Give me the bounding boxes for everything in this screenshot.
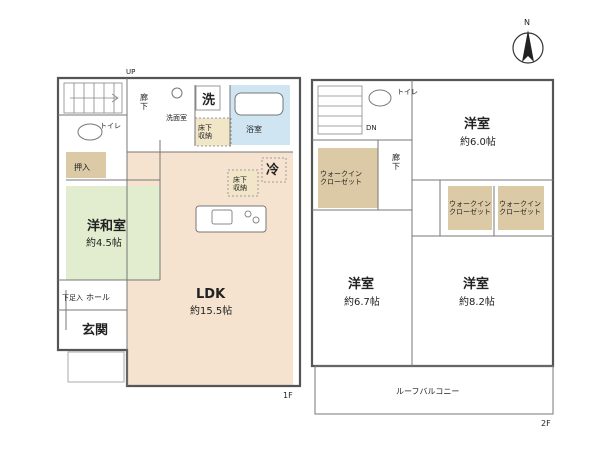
toilet-2f-icon xyxy=(368,89,392,107)
floor-2-label: 2F xyxy=(541,419,551,428)
walkin-1-floor xyxy=(318,148,378,208)
entrance-step xyxy=(67,351,125,383)
toilet-2f-label: トイレ xyxy=(397,88,418,96)
room-sw-name: 洋室 xyxy=(348,276,374,292)
ldk-name: LDK xyxy=(196,287,226,302)
youwashitsu-area: 約4.5帖 xyxy=(86,236,122,249)
floor-2-stairs xyxy=(317,85,363,135)
corridor-1f-label: 廊下 xyxy=(140,92,148,111)
walkin-3-floor xyxy=(498,186,544,230)
stairs-2f-outline xyxy=(317,85,363,135)
underfloor-storage-2 xyxy=(227,169,259,197)
walkin-3-label: ウォークインクローゼット xyxy=(499,200,541,216)
underfloor-storage-2-label: 床下収納 xyxy=(233,175,247,192)
compass: N xyxy=(512,18,544,64)
floor-2-interior-walls xyxy=(312,80,553,366)
roof-balcony-label: ルーフバルコニー xyxy=(396,387,459,396)
room-ne-name: 洋室 xyxy=(464,116,490,132)
fridge-label: 冷 xyxy=(266,162,279,178)
washing-machine-space xyxy=(195,85,221,111)
floor-1: UP 廊下 洗 洗面室 床下収納 浴室 トイレ 押入 冷 床下収納 洋和室 約4… xyxy=(56,68,302,400)
ldk-area: 約15.5帖 xyxy=(190,304,232,317)
underfloor-storage-1-label: 床下収納 xyxy=(198,123,212,140)
sink-icon xyxy=(211,209,233,225)
up-label: UP xyxy=(126,68,135,76)
stairs-outline xyxy=(63,82,123,114)
washbasin-icon xyxy=(171,87,183,99)
kitchen-counter xyxy=(195,205,267,233)
roof-balcony-outline xyxy=(314,365,554,415)
walkin-2-floor xyxy=(448,186,492,230)
bathtub-icon xyxy=(234,92,284,116)
hall-label: ホール xyxy=(86,293,110,302)
genkan-label: 玄関 xyxy=(82,322,108,338)
washroom-label: 洗面室 xyxy=(166,113,187,122)
floor-2: DN トイレ 廊下 ウォークインクローゼット ウォークインクローゼット ウォーク… xyxy=(310,78,555,428)
floor-1-interior-walls xyxy=(58,78,293,386)
floor-1-label: 1F xyxy=(283,391,293,400)
dn-label: DN xyxy=(366,124,377,132)
stairs-2f-steps xyxy=(318,95,362,127)
room-ne-area: 約6.0帖 xyxy=(460,135,496,148)
room-sw-area: 約6.7帖 xyxy=(344,295,380,308)
oshiire-floor xyxy=(66,152,106,178)
walkin-1-label: ウォークインクローゼット xyxy=(320,170,362,186)
north-arrow-icon xyxy=(522,30,534,62)
stove-burner-icon xyxy=(252,216,260,224)
floor-1-stairs xyxy=(63,82,123,114)
fridge-space xyxy=(261,157,287,183)
room-se-name: 洋室 xyxy=(463,276,489,292)
wash-label: 洗 xyxy=(202,92,215,108)
corridor-2f-label: 廊下 xyxy=(392,152,400,171)
stairs-arrow-icon xyxy=(70,93,119,103)
shoes-label: 下足入 xyxy=(62,294,83,302)
bath-label: 浴室 xyxy=(246,124,262,134)
toilet-1f-label: トイレ xyxy=(100,122,121,130)
toilet-1f-icon xyxy=(77,123,103,141)
walkin-2-label: ウォークインクローゼット xyxy=(449,200,491,216)
youwashitsu-name: 洋和室 xyxy=(87,218,126,234)
oshiire-label: 押入 xyxy=(74,162,90,172)
youwashitsu-floor xyxy=(66,186,160,280)
room-se-area: 約8.2帖 xyxy=(459,295,495,308)
stove-burner-icon xyxy=(244,210,252,218)
compass-north-label: N xyxy=(524,18,530,27)
